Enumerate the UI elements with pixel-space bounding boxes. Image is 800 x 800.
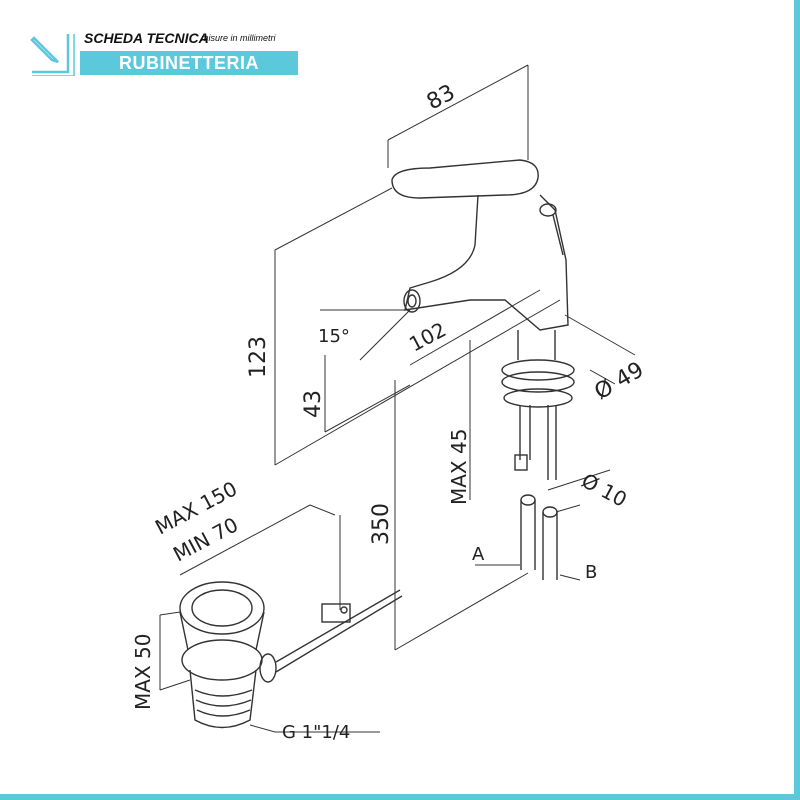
dim-height-total: 123 [246, 336, 271, 378]
dim-drain-height: MAX 50 [131, 634, 155, 710]
pencil-ruler-icon [30, 34, 75, 76]
header-category: RUBINETTERIA [80, 51, 298, 75]
dim-base-diameter: Ø 49 [591, 357, 649, 405]
lever-handle [391, 159, 539, 199]
dim-hose-diameter: Ø 10 [578, 468, 631, 512]
hose-label-b: B [585, 562, 597, 583]
dim-spout-height: 43 [301, 390, 326, 418]
header-title: SCHEDA TECNICA [84, 30, 209, 46]
dim-width: 83 [423, 80, 459, 115]
header-subtitle: misure in millimetri [201, 33, 276, 43]
hose-label-a: A [472, 544, 485, 565]
faucet-body [404, 194, 569, 331]
dim-angle: 15° [318, 326, 350, 347]
dim-hose-length: 350 [369, 503, 394, 545]
dim-spout-reach: 102 [405, 317, 450, 356]
dim-max-thickness: MAX 45 [447, 429, 471, 505]
dim-drain-thread: G 1"1/4 [282, 722, 350, 743]
